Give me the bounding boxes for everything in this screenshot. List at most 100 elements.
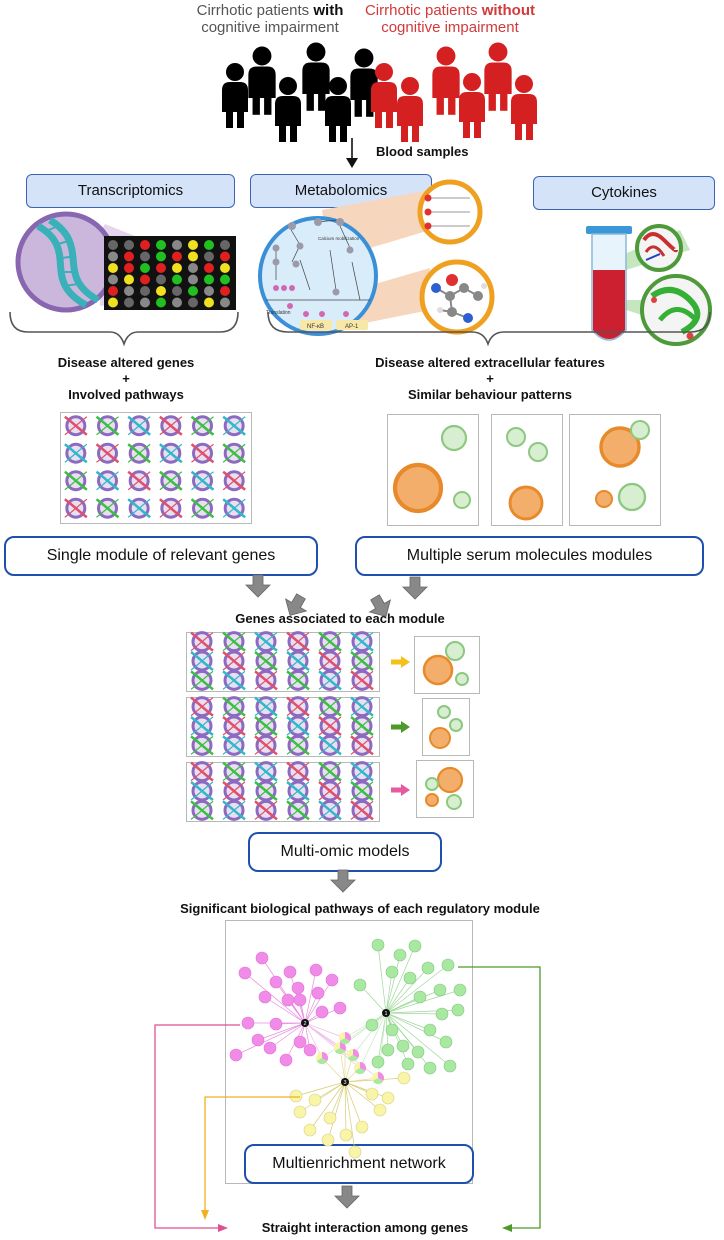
network-edge — [304, 1022, 323, 1059]
yellow-node — [348, 1145, 362, 1159]
patient-with-figure — [350, 48, 378, 117]
microarray-spot — [204, 240, 214, 250]
gene-icon — [95, 415, 120, 437]
microarray-spot — [220, 251, 230, 262]
microarray-spot — [140, 251, 150, 262]
network-edge — [295, 1081, 346, 1097]
network-edge — [385, 1012, 451, 1067]
pink-node — [263, 1041, 277, 1055]
green-node — [421, 961, 435, 975]
gene-icon — [286, 715, 310, 737]
hub-3-label: 3 — [343, 1080, 346, 1086]
microarray-spot — [188, 240, 198, 250]
mixed-node — [347, 1049, 360, 1062]
pathway-calcium-label: Calcium mobilization — [318, 236, 360, 241]
network-edge — [344, 1081, 363, 1128]
network-edge — [385, 1012, 431, 1069]
mixed-node — [372, 1072, 385, 1085]
yellow-node — [308, 1093, 322, 1107]
gene-icon — [222, 669, 246, 691]
network-edge — [385, 945, 416, 1014]
network-edge — [385, 1012, 409, 1065]
gene-icon — [318, 715, 342, 737]
gene-icon — [350, 631, 374, 653]
gene-icon — [222, 650, 246, 672]
gene-icon — [95, 470, 120, 492]
hub-1-node — [382, 1009, 390, 1017]
gene-icon — [127, 470, 151, 492]
gene-icon — [350, 669, 374, 691]
microarray-spot — [220, 240, 230, 250]
pathway-ap1-label: AP-1 — [345, 324, 359, 330]
gene-icon — [222, 799, 246, 821]
gene-panel-assoc-3 — [186, 762, 380, 822]
green-node — [408, 939, 422, 953]
gene-icon — [254, 669, 278, 691]
green-molecule — [630, 420, 650, 440]
gene-icon — [350, 780, 374, 802]
yellow-node — [321, 1133, 335, 1147]
microarray-spot — [172, 274, 182, 285]
microarray-spot — [204, 297, 214, 308]
gene-icon — [318, 631, 342, 653]
pink-node — [293, 993, 307, 1007]
patient-figures — [222, 42, 537, 142]
microarray-spot — [124, 263, 134, 273]
gene-icon — [190, 470, 215, 492]
green-arrow — [391, 721, 410, 733]
gene-icon — [350, 799, 374, 821]
microarray-spot — [204, 286, 214, 296]
gene-icon — [64, 497, 88, 519]
green-node — [371, 1055, 385, 1069]
orange-molecule — [599, 426, 641, 468]
gene-icon — [222, 696, 246, 718]
gene-icon — [64, 415, 88, 437]
gene-icon — [222, 761, 246, 783]
gene-icon — [286, 780, 310, 802]
microarray-spot — [204, 251, 214, 262]
network-edge — [344, 1081, 381, 1111]
yellow-connector-head — [201, 1210, 209, 1220]
microarray-spot — [124, 286, 134, 296]
orange-molecule — [429, 727, 451, 749]
gene-icon — [318, 761, 342, 783]
pink-arrow — [391, 784, 410, 796]
network-edge — [359, 1012, 387, 1069]
green-node — [423, 1023, 437, 1037]
green-node — [381, 1043, 395, 1057]
gene-icon — [318, 669, 342, 691]
gene-icon — [254, 715, 278, 737]
yellow-node — [373, 1103, 387, 1117]
gene-icon — [190, 734, 214, 756]
gene-icon — [318, 799, 342, 821]
green-node — [396, 1039, 410, 1053]
patient-with-figure — [275, 77, 301, 142]
pink-node — [291, 981, 305, 995]
microarray-spot — [156, 240, 166, 250]
gene-icon — [254, 734, 278, 756]
green-node — [441, 958, 455, 972]
microarray-spot — [220, 297, 230, 308]
gene-icon — [190, 497, 215, 519]
yellow-connector — [204, 1096, 300, 1212]
significant-pathways-label: Significant biological pathways of each … — [180, 901, 540, 916]
gene-panel-top — [60, 412, 252, 524]
gene-icon — [286, 799, 310, 821]
gene-icon — [159, 470, 183, 492]
green-molecule — [617, 482, 647, 512]
microarray-spot — [220, 286, 230, 296]
green-molecule — [445, 641, 465, 661]
straight-interaction-label: Straight interaction among genes — [261, 1220, 469, 1235]
pink-node — [251, 1033, 265, 1047]
green-node — [439, 1035, 453, 1049]
green-node — [393, 948, 407, 962]
orange-molecule — [425, 793, 439, 807]
microarray-spot — [188, 297, 198, 308]
gene-icon — [254, 780, 278, 802]
microarray-spot — [124, 274, 134, 285]
gene-icon — [254, 631, 278, 653]
microarray-spot — [124, 240, 134, 250]
gene-icon — [254, 650, 278, 672]
green-node — [433, 983, 447, 997]
network-edge — [385, 989, 441, 1014]
